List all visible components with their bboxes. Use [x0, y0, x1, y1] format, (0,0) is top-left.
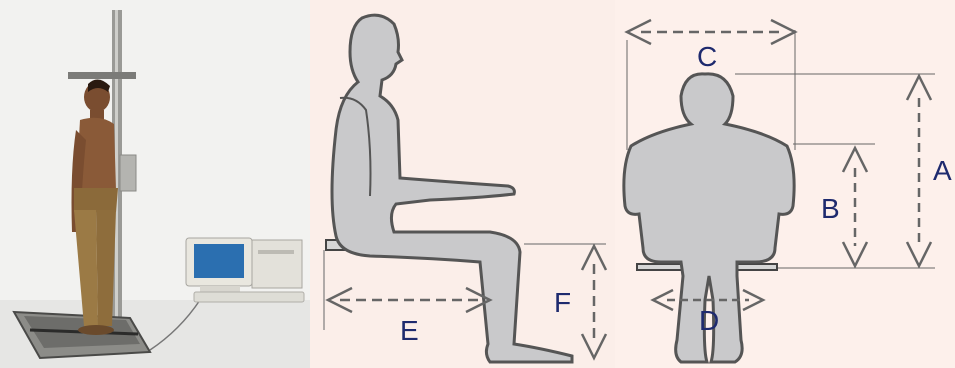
- measurement-photo: [0, 0, 310, 368]
- seated-back-view: C D B A: [615, 0, 955, 368]
- label-c: C: [697, 41, 717, 72]
- computer-monitor: [186, 238, 304, 302]
- label-a: A: [933, 155, 952, 186]
- label-f: F: [554, 287, 571, 318]
- seated-side-view: E F: [310, 0, 615, 368]
- label-b: B: [821, 193, 840, 224]
- label-e: E: [400, 315, 419, 346]
- label-d: D: [699, 305, 719, 336]
